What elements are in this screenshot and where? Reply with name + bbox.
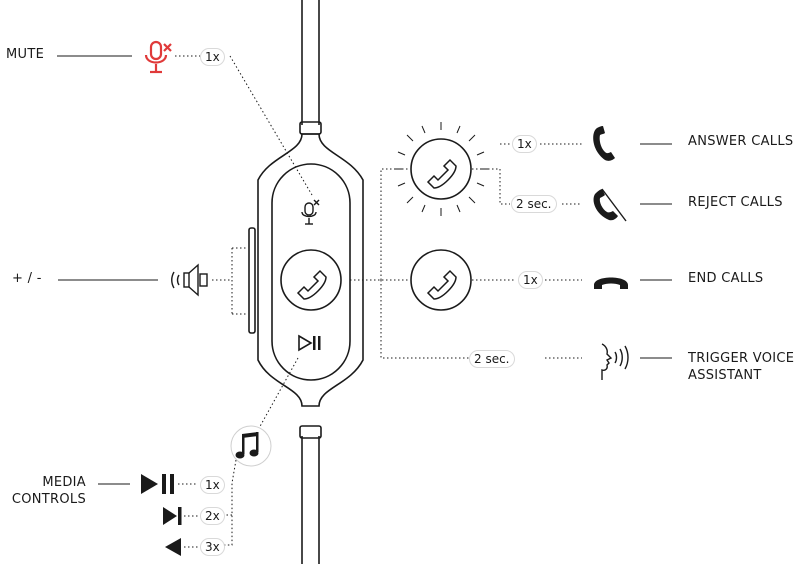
- volume-label: + / -: [12, 271, 42, 286]
- microphone-muted-icon: [144, 40, 172, 74]
- phone-answer-icon: [593, 126, 615, 161]
- media-controls-label: MEDIA CONTROLS: [11, 475, 86, 507]
- media-play-press-tag: 1x: [200, 476, 225, 494]
- media-next-press-tag: 2x: [200, 507, 225, 525]
- previous-track-icon: [165, 538, 181, 556]
- end-call-button: [410, 249, 472, 311]
- media-prev-press-tag: 3x: [200, 538, 225, 556]
- media-dotted-connector: [178, 483, 198, 548]
- end-press-tag: 1x: [518, 271, 543, 289]
- inline-remote: [248, 133, 364, 407]
- reject-calls-label: REJECT CALLS: [688, 195, 783, 210]
- answer-calls-label: ANSWER CALLS: [688, 134, 794, 149]
- handset-icon: [426, 269, 457, 300]
- reject-press-tag: 2 sec.: [511, 195, 557, 213]
- phone-reject-icon: [593, 188, 627, 222]
- mute-label: MUTE: [6, 47, 45, 62]
- play-pause-icon: [141, 474, 174, 494]
- handset-icon: [426, 158, 457, 189]
- right-dotted-connectors: [350, 143, 582, 359]
- handset-icon: [296, 269, 327, 300]
- call-button[interactable]: [280, 249, 342, 311]
- mute-dotted-connector: [175, 55, 313, 196]
- voice-press-tag: 2 sec.: [469, 350, 515, 368]
- remote-play-pause-button[interactable]: [298, 334, 321, 352]
- phone-end-icon: [594, 277, 628, 289]
- answer-press-tag: 1x: [512, 135, 537, 153]
- speaker-icon: [171, 263, 208, 297]
- music-note-icon: [230, 425, 272, 467]
- trigger-voice-assistant-label: TRIGGER VOICE ASSISTANT: [688, 351, 795, 383]
- voice-assistant-icon: [601, 343, 629, 380]
- music-dotted-connector: [220, 357, 299, 546]
- remote-mute-button[interactable]: [301, 199, 320, 225]
- volume-bracket: [212, 247, 248, 315]
- mute-press-tag: 1x: [200, 48, 225, 66]
- answer-reject-call-button: [394, 122, 488, 216]
- next-track-icon: [163, 507, 182, 525]
- end-calls-label: END CALLS: [688, 271, 764, 286]
